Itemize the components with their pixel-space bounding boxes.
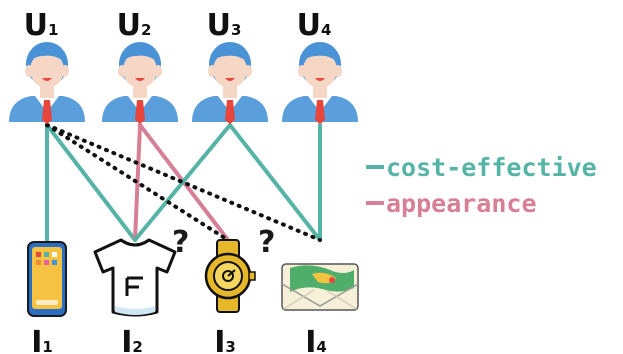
user-nodes: U1 U2 U3 U4	[9, 8, 358, 124]
user-avatar-icon	[282, 42, 358, 124]
question-mark-1: ?	[172, 225, 189, 260]
legend: cost-effective appearance	[366, 153, 597, 218]
user-node-1: U1	[9, 8, 85, 124]
item-labels: I1 I2 I3 I4	[31, 325, 327, 354]
smartphone-icon	[27, 241, 67, 317]
question-mark-2: ?	[258, 225, 275, 260]
wristwatch-icon	[204, 239, 256, 313]
item-label-2: I2	[121, 325, 143, 354]
user-avatar-icon	[102, 42, 178, 124]
user-avatar-icon	[9, 42, 85, 124]
legend-label-appearance: appearance	[386, 189, 537, 218]
user-label-4: U4	[297, 8, 332, 43]
user-label-2: U2	[117, 8, 152, 43]
user-label-3: U3	[207, 8, 242, 43]
item-label-1: I1	[31, 325, 53, 354]
edge-u2-i2-appearance	[133, 123, 142, 242]
user-node-2: U2	[102, 8, 178, 124]
edges	[45, 123, 322, 244]
edge-u3-i4-cost	[228, 123, 322, 242]
edge-u3-i2-cost	[133, 123, 232, 242]
item-nodes	[27, 238, 359, 317]
edge-u1-i4-unknown	[45, 123, 322, 242]
legend-item-cost-effective: cost-effective	[366, 153, 597, 182]
item-label-3: I3	[214, 325, 236, 354]
edge-u1-i2-cost	[45, 123, 137, 242]
user-node-4: U4	[282, 8, 358, 124]
legend-item-appearance: appearance	[366, 189, 537, 218]
tshirt-icon	[93, 238, 177, 317]
user-label-1: U1	[24, 8, 59, 43]
edge-u1-i3-unknown	[45, 123, 230, 242]
user-node-3: U3	[192, 8, 268, 124]
legend-label-cost-effective: cost-effective	[386, 153, 597, 182]
item-label-4: I4	[305, 325, 327, 354]
user-avatar-icon	[192, 42, 268, 124]
envelope-icon	[281, 263, 359, 311]
